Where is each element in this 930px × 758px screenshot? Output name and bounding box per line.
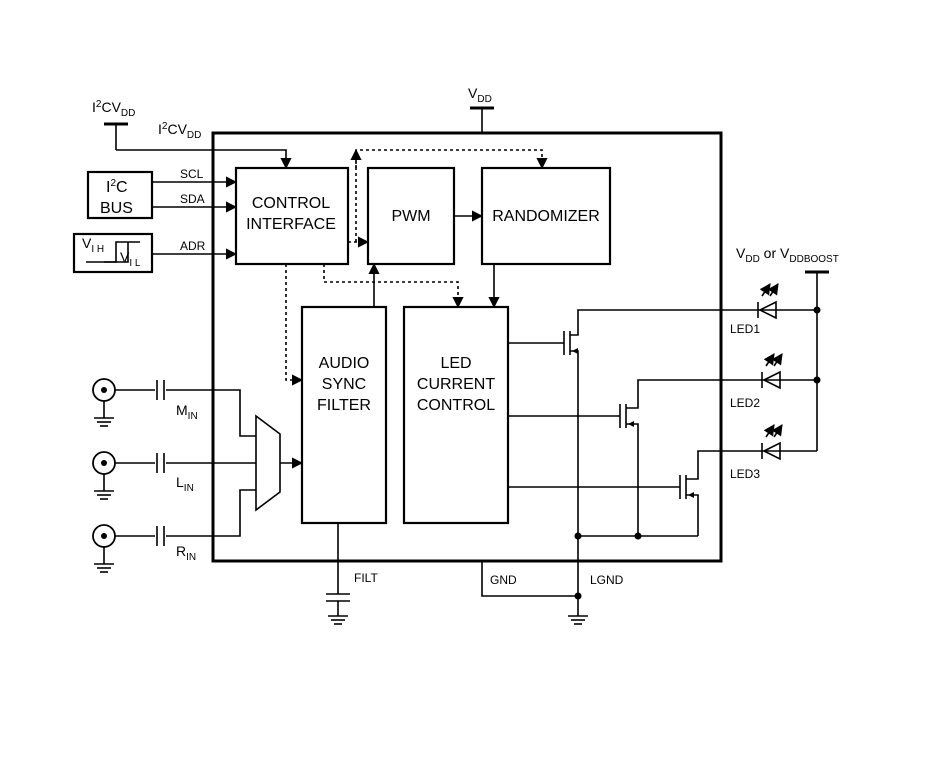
input-l: LIN: [92, 451, 194, 500]
vdd-supply: VDD: [468, 85, 494, 133]
transistor-2: [508, 379, 817, 536]
scl-label: SCL: [180, 167, 204, 181]
svg-text:RIN: RIN: [176, 543, 196, 563]
svg-text:VDD or VDDBOOST: VDD or VDDBOOST: [736, 245, 839, 265]
schmitt-trigger-block: VI H VI L: [72, 232, 154, 274]
randomizer-block: RANDOMIZER: [480, 166, 612, 266]
filt-capacitor: FILT: [326, 523, 378, 625]
svg-text:I2CVDD: I2CVDD: [92, 99, 135, 119]
svg-text:PWM: PWM: [391, 208, 430, 225]
led-2: LED2: [730, 353, 821, 410]
i2c-bus-block: I2C BUS: [86, 170, 154, 220]
svg-text:MIN: MIN: [176, 402, 198, 422]
svg-text:GND: GND: [490, 573, 517, 587]
led-1: LED1: [730, 283, 821, 336]
svg-text:LED3: LED3: [730, 467, 760, 481]
chip-outline: [211, 131, 723, 563]
transistor-3: [508, 450, 817, 536]
svg-text:LED1: LED1: [730, 322, 760, 336]
svg-text:FILTER: FILTER: [317, 397, 371, 414]
svg-text:RANDOMIZER: RANDOMIZER: [492, 208, 600, 225]
pwm-block: PWM: [366, 166, 456, 266]
led-current-control-block: LED CURRENT CONTROL: [402, 305, 510, 525]
input-m: MIN: [92, 378, 198, 427]
input-r: RIN: [92, 524, 196, 573]
adr-label: ADR: [180, 239, 206, 253]
svg-text:INTERFACE: INTERFACE: [246, 216, 336, 233]
audio-sync-filter-block: AUDIO SYNC FILTER: [300, 305, 388, 525]
svg-text:CONTROL: CONTROL: [417, 397, 495, 414]
svg-text:VDD: VDD: [468, 85, 492, 105]
svg-text:AUDIO: AUDIO: [319, 355, 370, 372]
i2cvdd-supply: I2CVDD I2CVDD: [92, 99, 292, 170]
ci-to-audio-dashed: [285, 264, 304, 386]
svg-text:LED: LED: [440, 355, 471, 372]
svg-text:SYNC: SYNC: [322, 376, 366, 393]
sda-label: SDA: [180, 192, 205, 206]
svg-text:I2C: I2C: [106, 178, 128, 196]
svg-text:CONTROL: CONTROL: [252, 195, 330, 212]
svg-text:FILT: FILT: [354, 571, 378, 585]
input-mux: [166, 389, 304, 537]
ci-to-led-current-dashed: [323, 264, 464, 309]
svg-text:VI H: VI H: [82, 235, 104, 255]
ground-pins: GND LGND: [481, 536, 624, 625]
svg-text:I2CVDD: I2CVDD: [158, 121, 201, 141]
svg-text:CURRENT: CURRENT: [417, 376, 495, 393]
control-interface-block: CONTROL INTERFACE: [234, 166, 350, 266]
svg-text:LED2: LED2: [730, 396, 760, 410]
led-3: LED3: [730, 424, 783, 481]
svg-text:LIN: LIN: [176, 474, 194, 494]
transistor-1: [508, 309, 817, 536]
svg-text:BUS: BUS: [100, 200, 133, 217]
svg-text:VI L: VI L: [120, 249, 141, 269]
svg-text:LGND: LGND: [590, 573, 624, 587]
vled-supply: VDD or VDDBOOST: [736, 245, 839, 451]
